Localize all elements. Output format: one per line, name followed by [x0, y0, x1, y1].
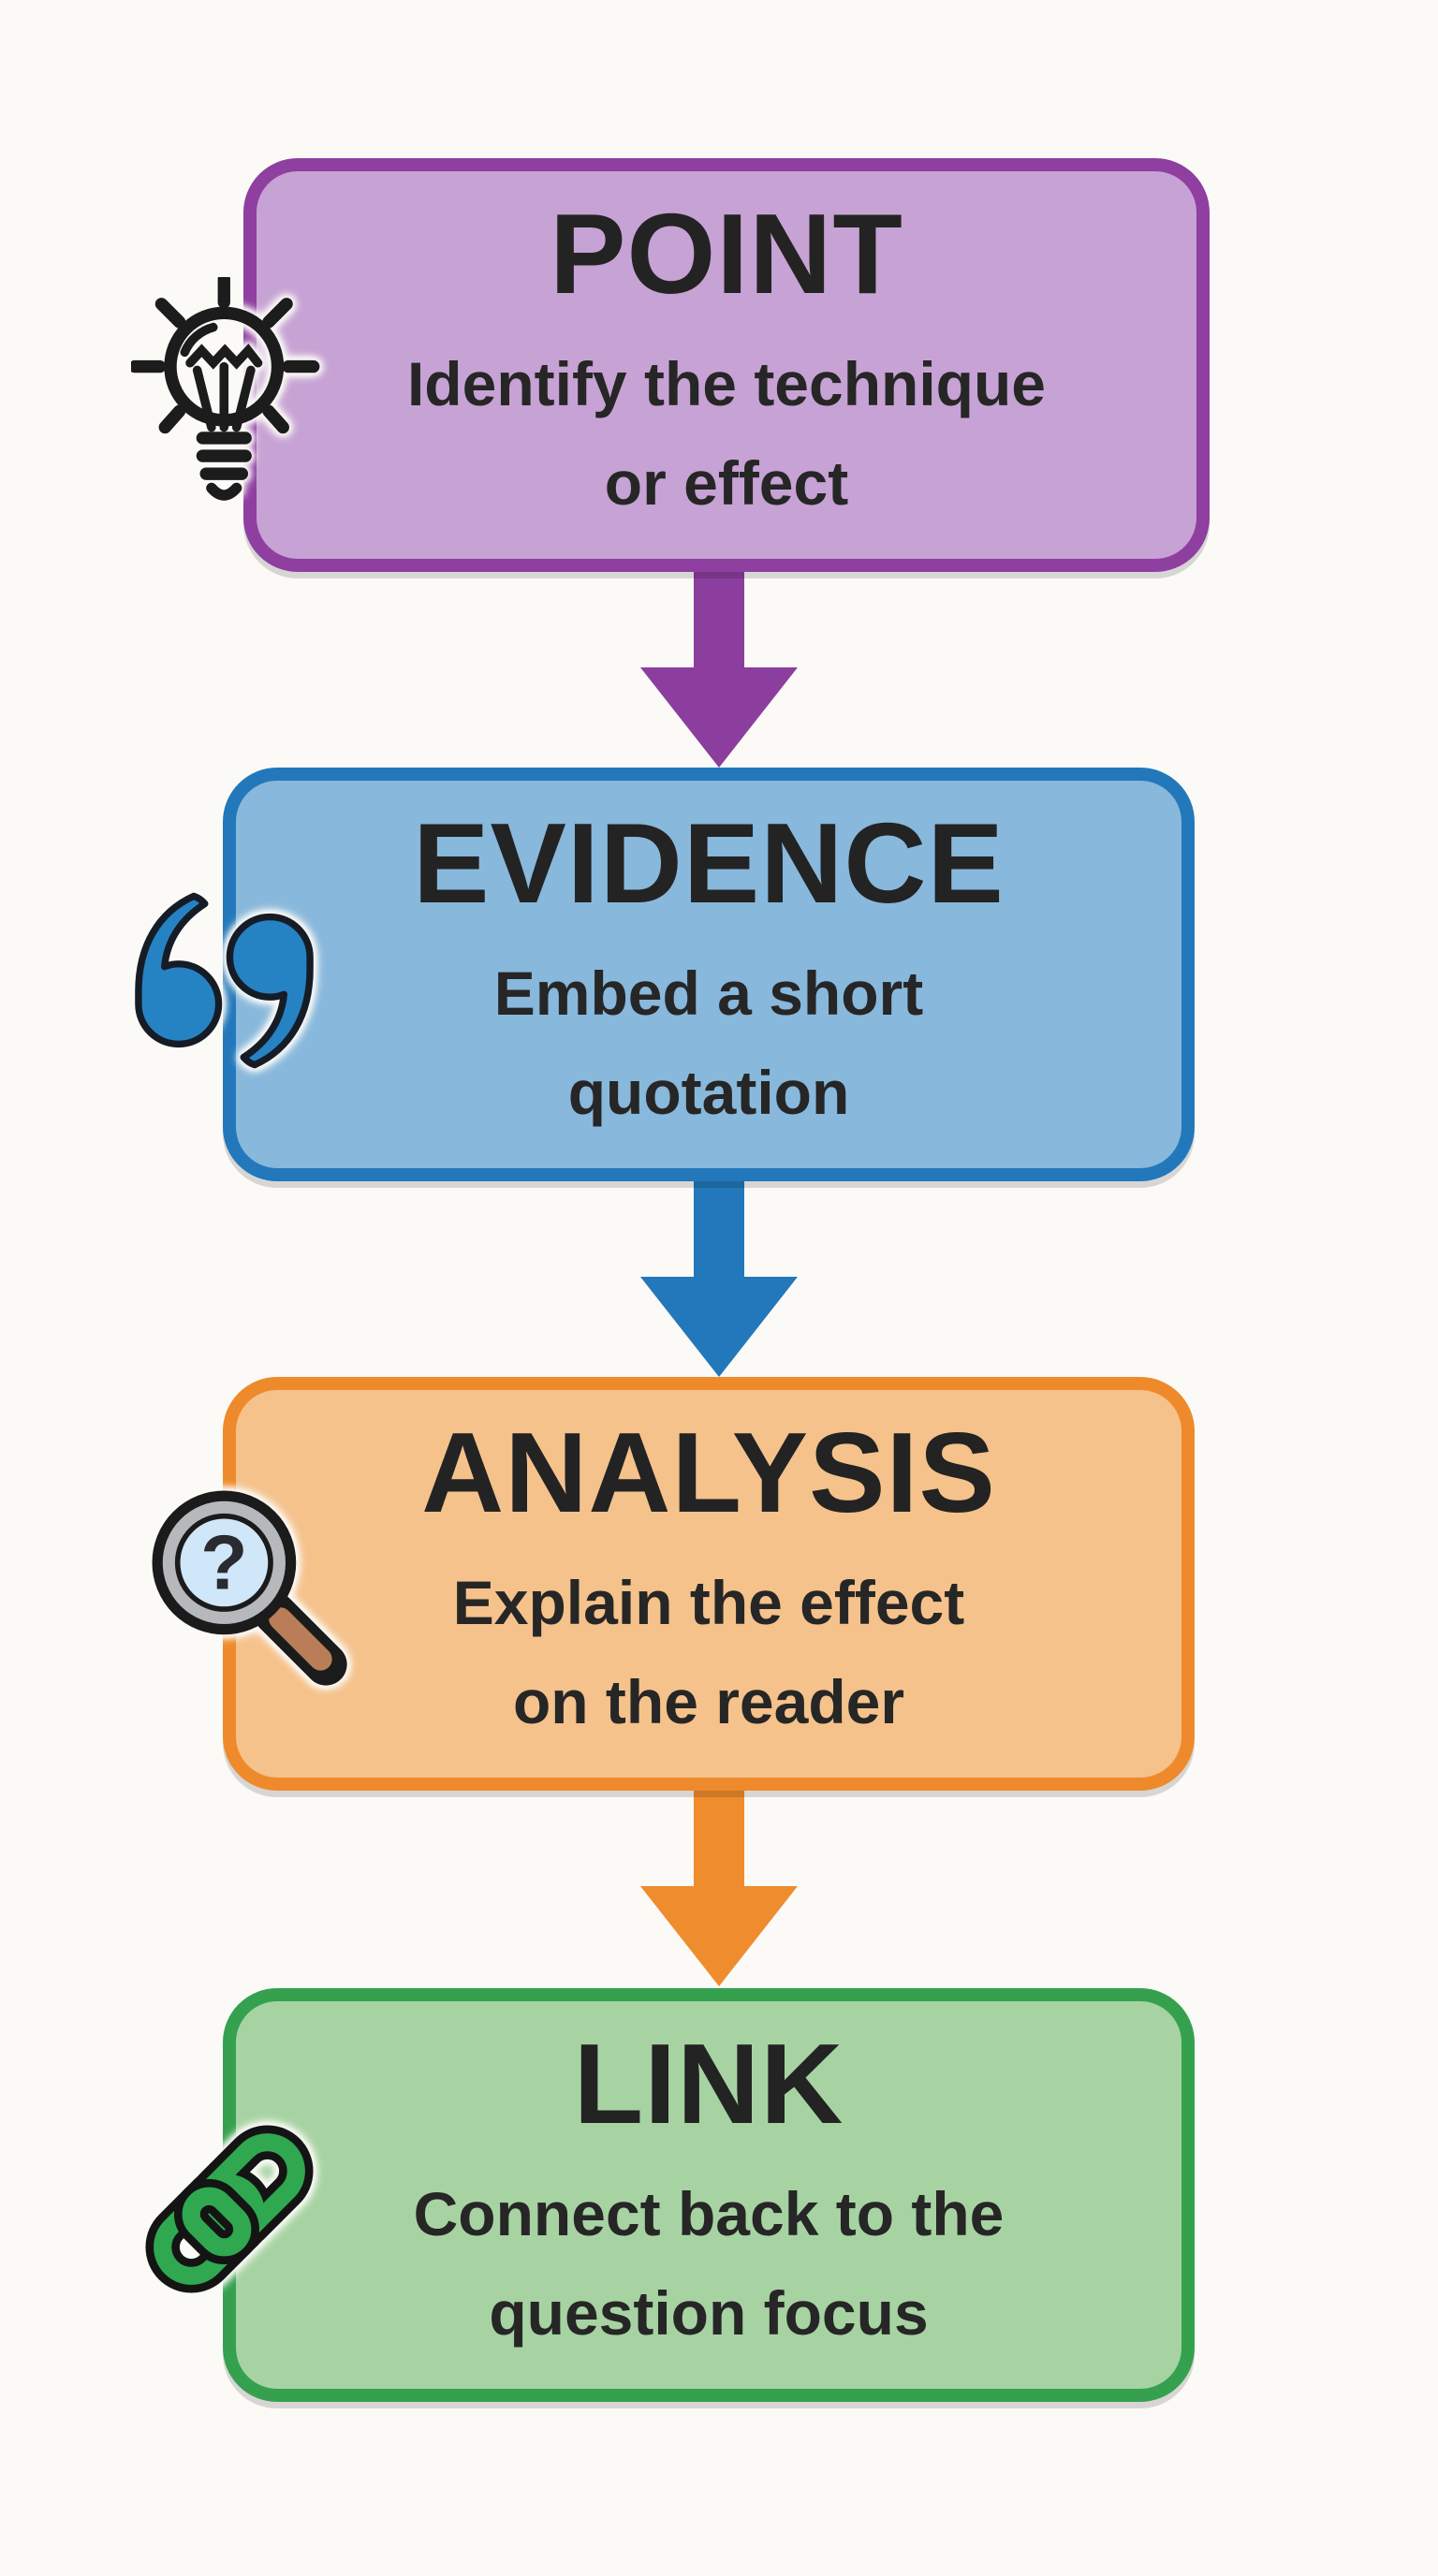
magnifier-question-mark: ? [200, 1520, 247, 1606]
step-subtitle-link-line2: question focus [489, 2278, 929, 2348]
step-subtitle-point-line1: Identify the technique [406, 349, 1047, 419]
arrow-point-to-evidence [640, 570, 798, 768]
arrow-evidence-to-analysis [640, 1179, 798, 1377]
step-title-analysis: ANALYSIS [421, 1409, 996, 1537]
quotation-marks-icon [135, 892, 314, 1069]
step-box-analysis: ANALYSIS Explain the effect on the reade… [223, 1377, 1195, 1791]
step-subtitle-evidence-line1: Embed a short [493, 959, 924, 1029]
step-subtitle-analysis-line1: Explain the effect [452, 1568, 965, 1638]
step-subtitle-point: Identify the technique or effect [407, 335, 1046, 533]
step-subtitle-evidence-line2: quotation [567, 1058, 850, 1127]
step-subtitle-point-line2: or effect [604, 448, 849, 518]
step-box-evidence: EVIDENCE Embed a short quotation [223, 768, 1195, 1181]
chain-link-icon [145, 2125, 314, 2293]
step-box-point: POINT Identify the technique or effect [243, 158, 1210, 572]
step-title-link: LINK [573, 2020, 844, 2148]
step-subtitle-evidence: Embed a short quotation [494, 944, 923, 1142]
step-box-link: LINK Connect back to the question focus [223, 1988, 1195, 2402]
step-subtitle-link-line1: Connect back to the [413, 2179, 1005, 2249]
lightbulb-icon [131, 277, 320, 501]
arrow-analysis-to-link [640, 1789, 798, 1986]
step-subtitle-analysis: Explain the effect on the reader [453, 1554, 964, 1751]
step-title-evidence: EVIDENCE [413, 799, 1005, 928]
magnifying-glass-icon: ? [152, 1490, 347, 1686]
step-title-point: POINT [550, 190, 903, 318]
step-subtitle-analysis-line2: on the reader [512, 1667, 905, 1736]
step-subtitle-link: Connect back to the question focus [414, 2165, 1005, 2363]
